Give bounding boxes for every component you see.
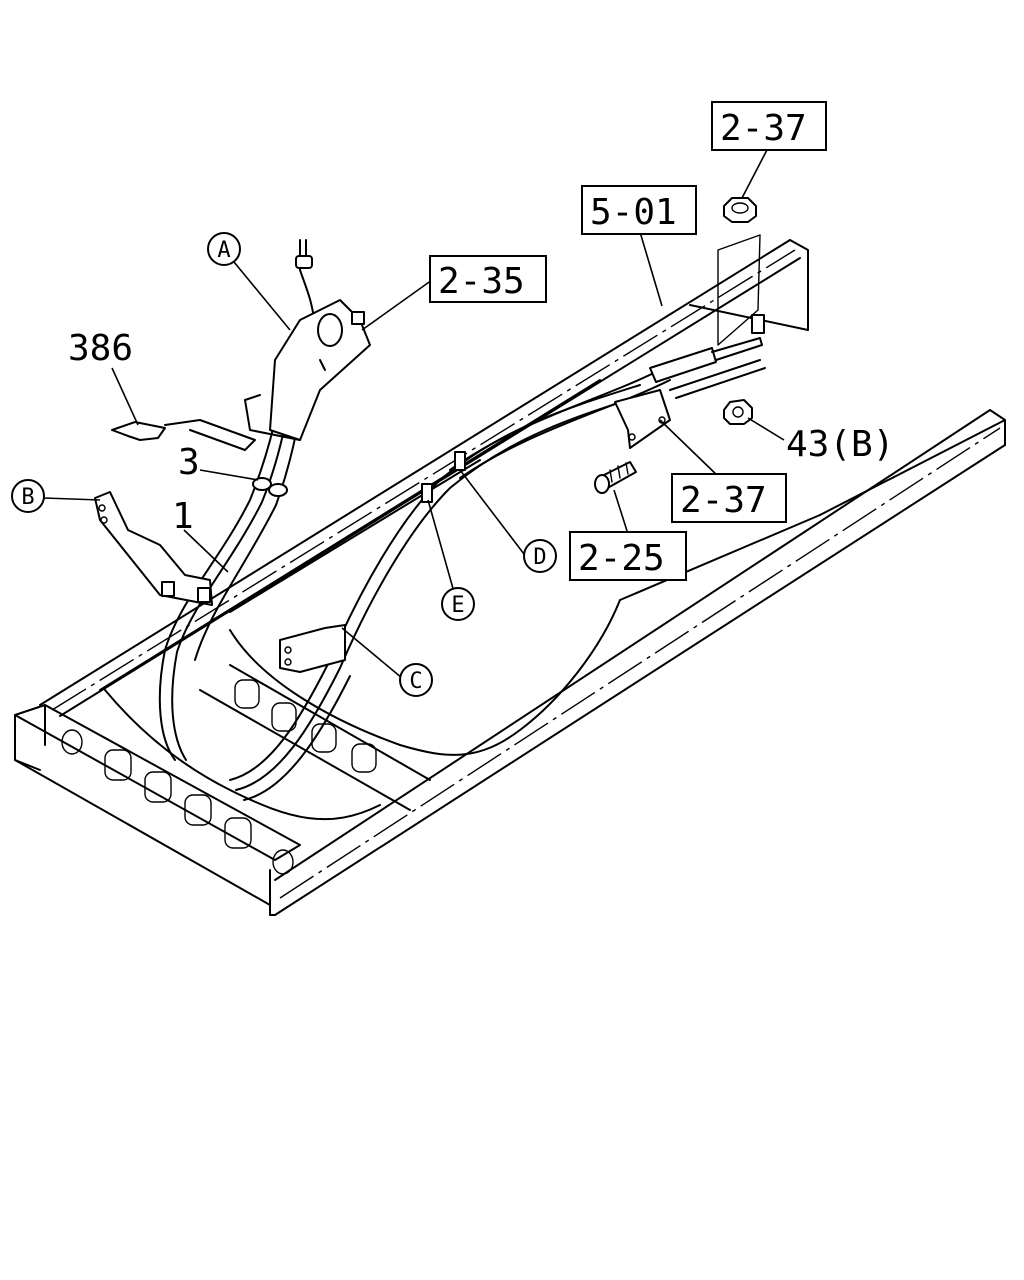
part-43b-label: 43(B): [786, 424, 894, 465]
callout-e: E: [441, 587, 475, 621]
callout-d: D: [523, 539, 557, 573]
leader-lines: [43, 147, 785, 679]
callout-e-label: E: [451, 593, 464, 618]
ref-2-35-label: 2-35: [438, 261, 525, 302]
callout-a: A: [207, 232, 241, 266]
callout-d-label: D: [533, 545, 546, 570]
part-1-label: 1: [172, 496, 194, 537]
ref-2-25-label: 2-25: [578, 538, 665, 579]
boxed-reference-2-37-mid: 2-37: [671, 473, 787, 523]
callout-b-label: B: [21, 485, 34, 510]
ref-5-01-label: 5-01: [590, 192, 677, 233]
part-386-label: 386: [68, 328, 133, 369]
callout-a-label: A: [217, 238, 230, 263]
boxed-reference-5-01: 5-01: [581, 185, 697, 235]
ref-2-37-mid-label: 2-37: [680, 480, 767, 521]
part-3-label: 3: [178, 442, 200, 483]
callout-b: B: [11, 479, 45, 513]
callout-c-label: C: [409, 669, 422, 694]
brackets: [94, 197, 761, 673]
ref-2-37-top-label: 2-37: [720, 108, 807, 149]
boxed-reference-2-35: 2-35: [429, 255, 547, 303]
callout-c: C: [399, 663, 433, 697]
boxed-reference-2-37-top: 2-37: [711, 101, 827, 151]
boxed-reference-2-25: 2-25: [569, 531, 687, 581]
